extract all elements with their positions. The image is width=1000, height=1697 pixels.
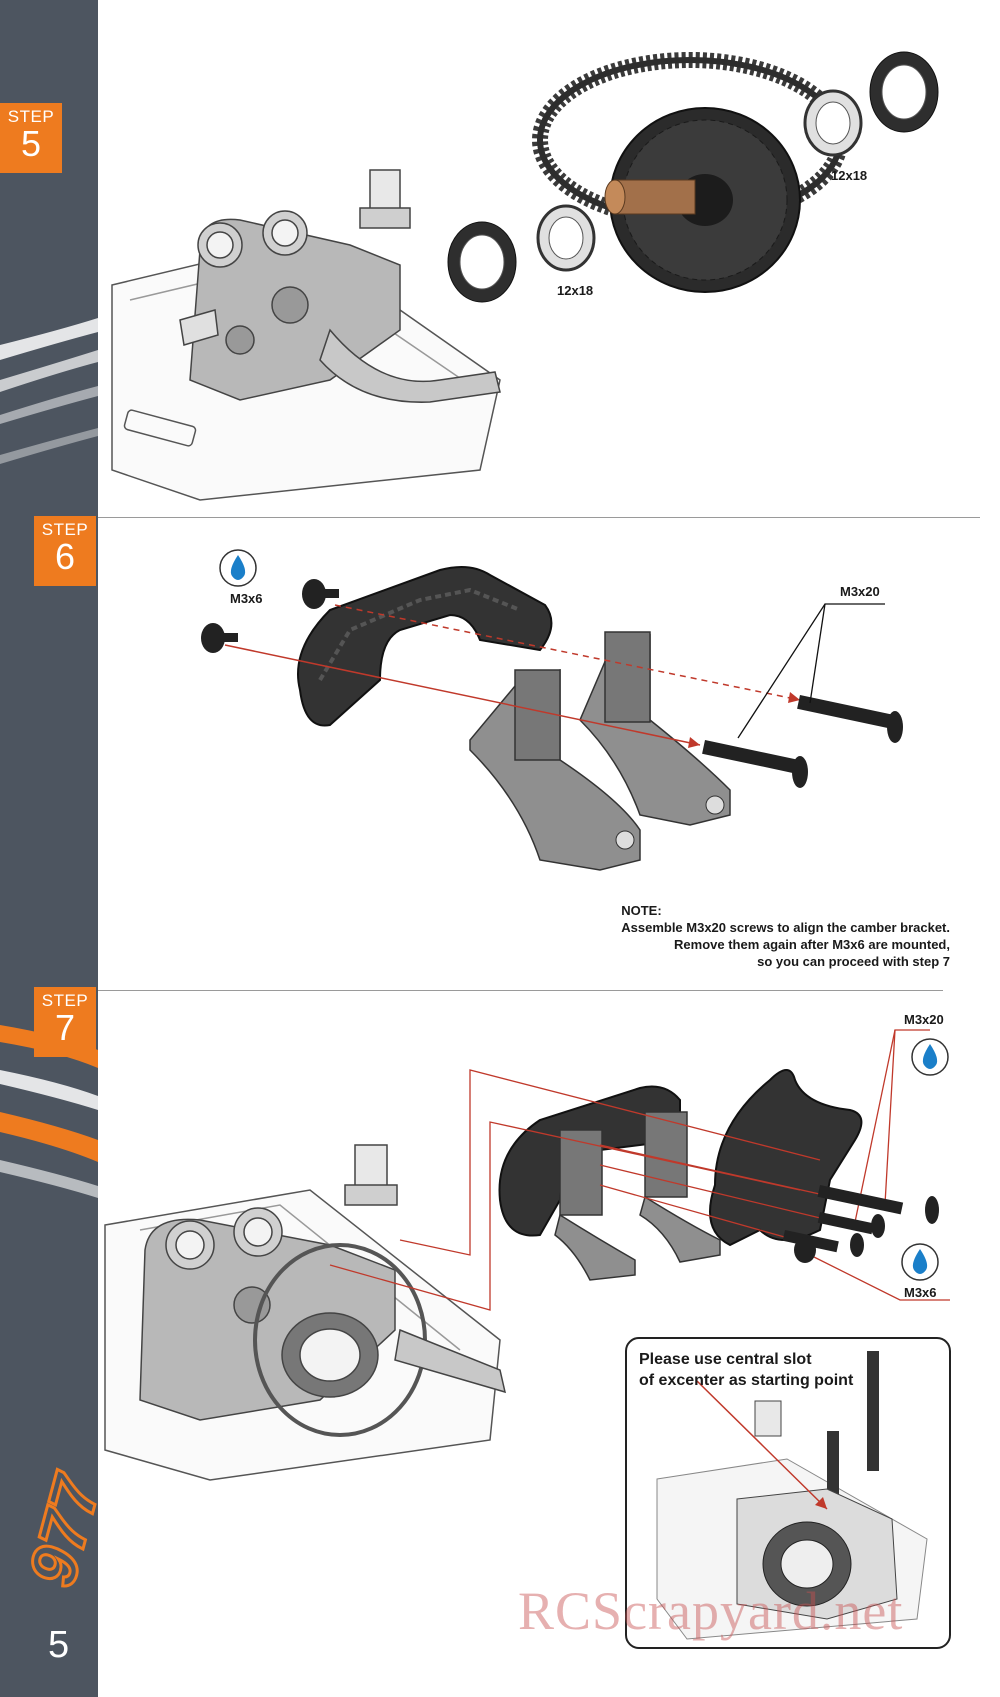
page-number: 5: [48, 1624, 70, 1666]
step-6-note: NOTE: Assemble M3x20 screws to align the…: [621, 902, 950, 970]
divider-step-6: [98, 517, 980, 518]
step-7-number: 7: [54, 1007, 76, 1048]
step-6-long-screw-label: M3x20: [840, 584, 880, 599]
step-6-badge: STEP 6: [34, 516, 96, 586]
step-7-label: STEP: [41, 991, 89, 1010]
step-5-number: 5: [20, 123, 42, 164]
step-5-badge: STEP 5: [0, 103, 62, 173]
excenter-inset-text: Please use central slot of excenter as s…: [639, 1349, 889, 1391]
step-6-short-screw-label: M3x6: [230, 591, 263, 606]
note-line-2: Remove them again after M3x6 are mounted…: [674, 937, 950, 952]
inset-text-line-1: Please use central slot: [639, 1351, 812, 1368]
brand-logo: 977: [13, 1463, 98, 1595]
step-5-bearing-label-left: 12x18: [557, 283, 594, 298]
step-7-short-screw-label: M3x6: [904, 1285, 937, 1300]
watermark: RCScrapyard.net: [518, 1581, 904, 1641]
step-7-badge: STEP 7: [34, 987, 96, 1057]
note-heading: NOTE:: [621, 903, 662, 918]
step-5-illustration: [111, 51, 939, 501]
sidebar: 977 5: [0, 0, 98, 1697]
divider-step-7: [98, 990, 943, 991]
glue-drop-icon: [219, 549, 257, 587]
step-6-number: 6: [54, 536, 76, 577]
inset-text-line-2: of excenter as starting point: [639, 1372, 854, 1389]
step-5-label: STEP: [7, 107, 55, 126]
glue-drop-icon: [911, 1038, 949, 1076]
excenter-inset-drawing: [656, 1351, 928, 1640]
note-line-1: Assemble M3x20 screws to align the cambe…: [621, 920, 950, 935]
note-line-3: so you can proceed with step 7: [757, 954, 950, 969]
step-5-bearing-label-right: 12x18: [831, 168, 868, 183]
excenter-inset: Please use central slot of excenter as s…: [625, 1337, 951, 1649]
step-7-long-screw-label: M3x20: [904, 1012, 944, 1027]
sidebar-swooshes: [0, 318, 98, 1198]
step-6-label: STEP: [41, 520, 89, 539]
glue-drop-icon: [901, 1243, 939, 1281]
step-6-illustration: [201, 549, 903, 871]
